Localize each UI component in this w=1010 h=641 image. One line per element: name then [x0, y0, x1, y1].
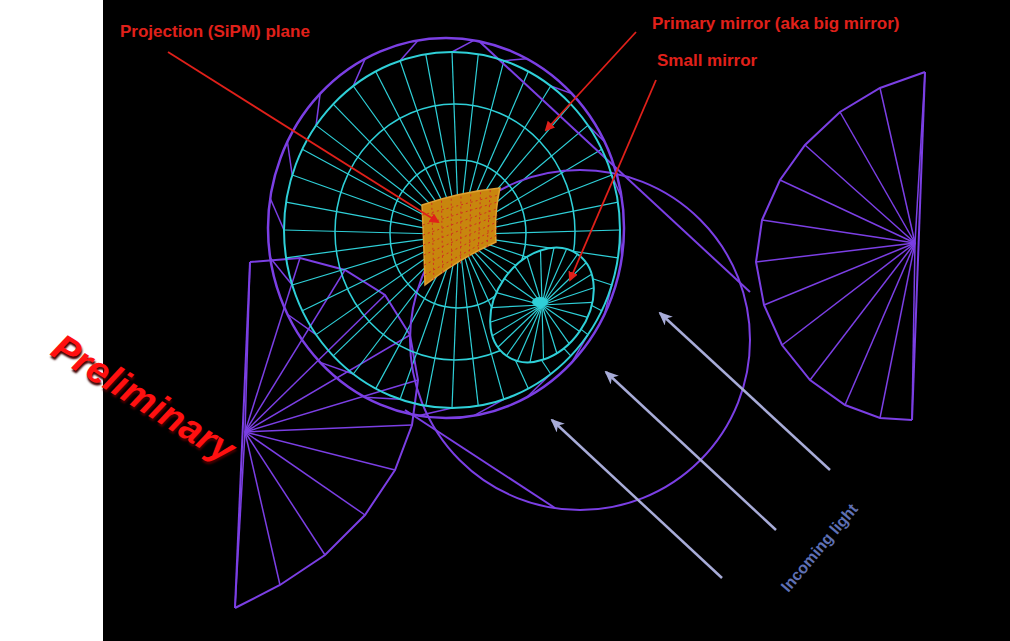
fan-spoke [915, 72, 925, 243]
part-name: Projection (SiPM) plane [120, 22, 310, 42]
rim-segment [287, 142, 292, 175]
mirror-spoke [452, 52, 458, 212]
fan-spoke [245, 432, 325, 555]
small-spoke [490, 305, 542, 322]
mirror-spoke [400, 61, 452, 213]
mirror-spoke [461, 54, 478, 212]
small-spoke [542, 305, 557, 353]
small-spoke [541, 250, 542, 305]
mirror-spoke [461, 256, 478, 406]
wire-lines [235, 40, 925, 608]
small-spoke [542, 263, 586, 305]
small-spoke [542, 288, 594, 305]
sipm-grid-line [425, 235, 497, 275]
mirror-spoke [286, 202, 438, 230]
mirror-spoke [426, 54, 455, 212]
small-spoke [517, 305, 542, 361]
mirror-spoke [316, 247, 442, 335]
leader-line [546, 32, 636, 130]
sipm-grid-line [424, 222, 498, 255]
rim-segment [270, 198, 284, 230]
fan-spoke [840, 112, 915, 243]
sipm-grid-line [478, 192, 480, 253]
sipm-grid-line [424, 229, 497, 266]
fan-spoke [880, 243, 915, 418]
part-name: Small mirror [657, 51, 757, 71]
sipm-grid [422, 190, 499, 280]
mirror-spoke [284, 230, 438, 234]
small-spoke [506, 305, 542, 356]
small-spoke [542, 305, 588, 317]
fan-spoke [810, 243, 915, 380]
fan-spoke [245, 425, 412, 432]
fan-spoke [245, 432, 395, 470]
light-arrow [552, 420, 722, 578]
fan-arc [235, 258, 418, 608]
mirror-spoke [302, 149, 440, 224]
mirror-spoke [286, 237, 438, 257]
mirror-spoke [478, 230, 620, 234]
mirror-spoke [376, 71, 449, 214]
mirror-spoke [302, 244, 440, 311]
mirror-spoke [452, 256, 458, 408]
fan-spoke [762, 220, 915, 243]
fan-spoke [880, 88, 915, 243]
sipm-grid-line [487, 190, 490, 247]
fan-arc [756, 72, 925, 420]
fan-spoke [912, 243, 915, 420]
rim-segment [504, 59, 527, 61]
small-spoke [542, 305, 580, 331]
sipm-plane [422, 188, 500, 285]
mirror-spoke [292, 175, 439, 227]
leader-line [168, 52, 438, 222]
mirror-rim [268, 38, 624, 418]
sipm-grid-line [469, 194, 470, 258]
part-name: Primary mirror (aka big mirror) [652, 14, 900, 34]
mirror-spoke [333, 104, 444, 218]
fan-spoke [245, 432, 365, 515]
hood-line [405, 410, 555, 508]
small-spoke [542, 249, 567, 305]
fan-spoke [245, 262, 250, 432]
fan-spoke [245, 380, 418, 432]
fan-spoke [845, 243, 915, 405]
small-spoke [542, 274, 592, 305]
small-hub [532, 297, 548, 307]
small-mirror-spokes [490, 248, 594, 362]
rim-segment [418, 408, 452, 416]
small-spoke [492, 305, 542, 336]
small-spoke [542, 302, 592, 305]
leader-line [570, 80, 656, 280]
rim-segment [452, 40, 474, 52]
light-arrow [606, 372, 776, 530]
small-mirror [469, 228, 615, 382]
small-spoke [498, 305, 542, 347]
small-spoke [542, 254, 578, 305]
fan-spoke [235, 432, 245, 608]
fan-spoke [245, 432, 280, 585]
small-spoke [542, 305, 543, 360]
